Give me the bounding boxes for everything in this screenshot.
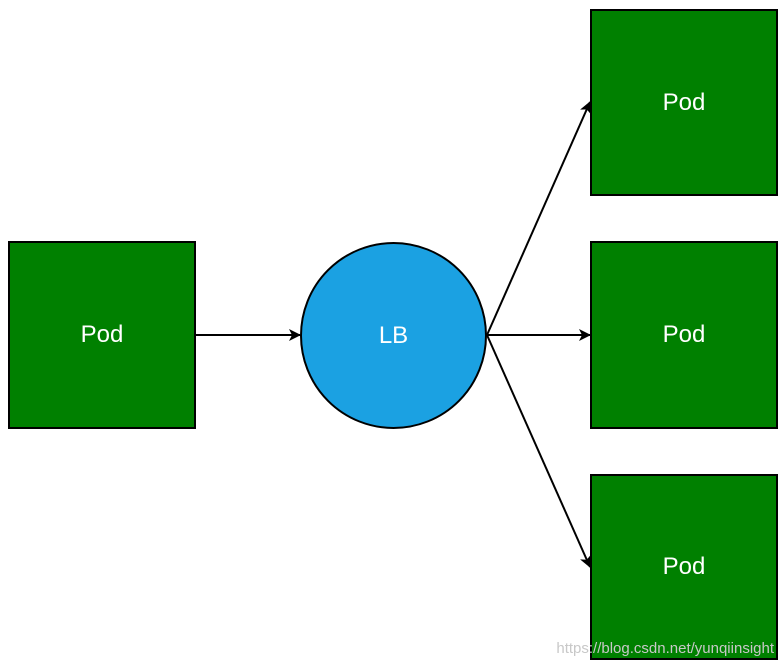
target-pod-bottom: Pod (590, 474, 778, 660)
source-pod-label: Pod (80, 321, 124, 348)
load-balancer-label: LB (378, 321, 409, 349)
arrow-lb-to-pod-bottom (486, 334, 592, 568)
target-pod-bottom-label: Pod (662, 553, 706, 580)
arrow-lb-to-pod-top (486, 101, 592, 336)
source-pod: Pod (8, 241, 196, 429)
target-pod-top: Pod (590, 9, 778, 196)
watermark-text: https://blog.csdn.net/yunqiinsight (556, 640, 774, 657)
load-balancer: LB (300, 242, 487, 429)
target-pod-top-label: Pod (662, 88, 706, 116)
target-pod-middle: Pod (590, 241, 778, 429)
target-pod-middle-label: Pod (662, 321, 706, 348)
